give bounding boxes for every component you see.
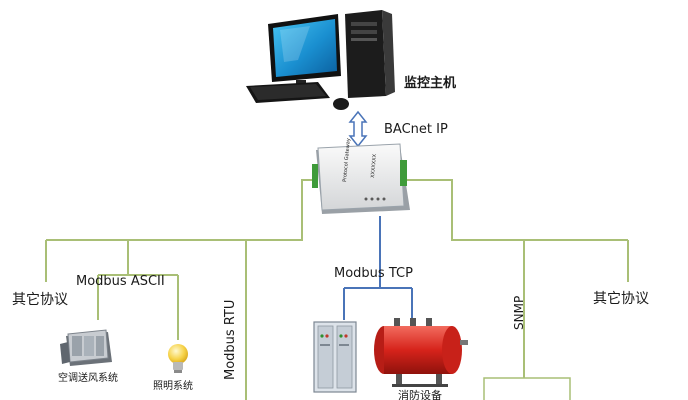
monitoring-host-label: 监控主机 xyxy=(404,75,456,91)
right-other-protocol-label: 其它协议 xyxy=(593,290,649,307)
modbus-tcp-label: Modbus TCP xyxy=(334,266,413,281)
fire-equipment-label: 消防设备 xyxy=(398,388,442,400)
bacnet-ip-label: BACnet IP xyxy=(384,122,448,137)
hvac-unit-icon xyxy=(60,329,112,366)
modbus-ascii-label: Modbus ASCII xyxy=(76,274,165,289)
monitoring-host-computer-icon xyxy=(246,10,395,110)
gateway-brand-label: Protocol Gateway xyxy=(342,138,352,182)
left-other-protocol-label: 其它协议 xyxy=(12,291,68,308)
modbus-rtu-label: Modbus RTU xyxy=(223,300,238,380)
bus-lines xyxy=(45,179,629,400)
lighting-system-label: 照明系统 xyxy=(153,379,193,392)
hvac-system-label: 空调送风系统 xyxy=(58,371,118,384)
light-bulb-icon xyxy=(168,344,188,373)
fire-tank-icon xyxy=(374,318,468,387)
bacnet-double-arrow-icon xyxy=(348,110,368,148)
protocol-gateway-device-icon xyxy=(312,143,410,214)
modbus-tcp-lines xyxy=(343,216,413,320)
control-cabinet-icon xyxy=(313,321,357,393)
snmp-device-icon xyxy=(483,377,571,400)
gateway-model-label: XXXXXXX xyxy=(370,153,378,178)
snmp-label: SNMP xyxy=(512,296,526,330)
